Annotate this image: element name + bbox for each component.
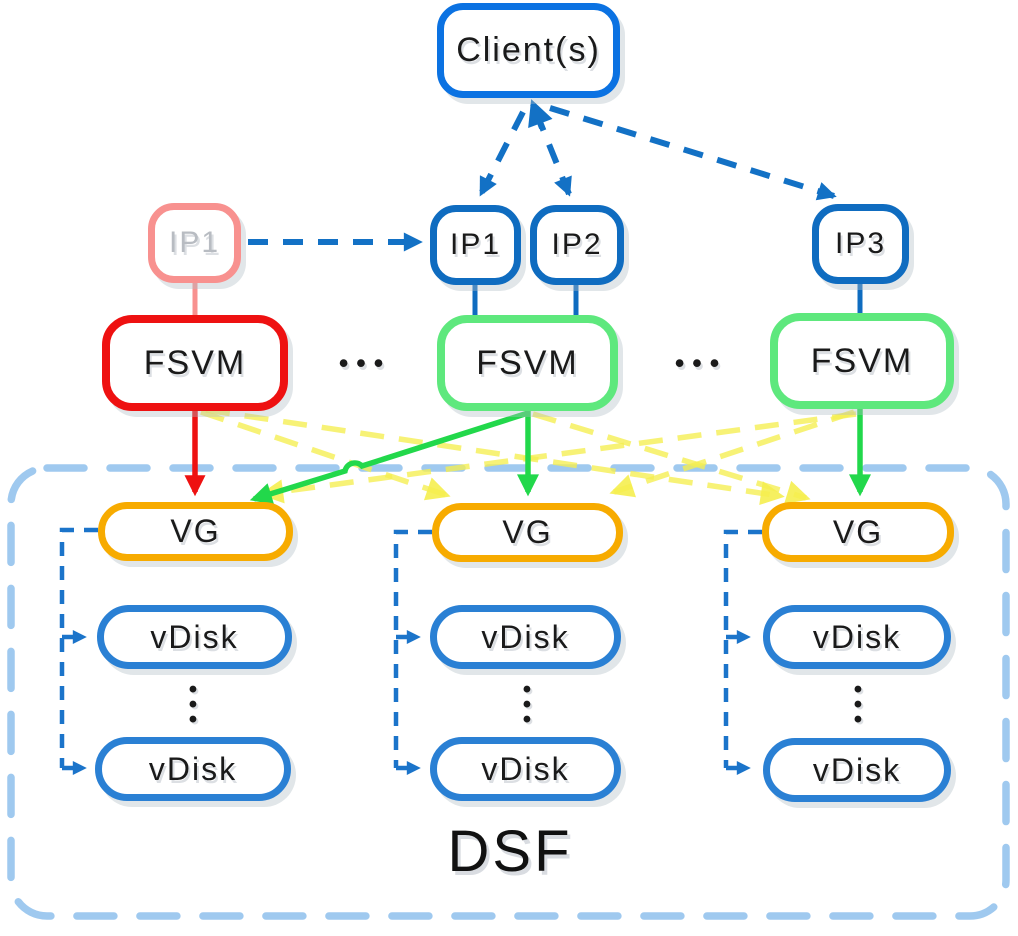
edge-fsvm1-to-vg2-yellow [200, 409, 451, 501]
node-clients: Client(s) [437, 3, 620, 98]
node-vg2: VG [432, 503, 623, 562]
vdisk-ellipsis-3: • • • [853, 676, 863, 733]
node-ip2: IP2 [530, 205, 624, 285]
node-ip3: IP3 [812, 204, 909, 284]
edge-fsvm3-to-vg2-yellow [609, 409, 855, 498]
node-fsvm1-failed: FSVM [102, 315, 288, 411]
bracket-vg1-vdisks [59, 527, 98, 768]
edge-client-to-ip3 [549, 105, 837, 201]
node-fsvm3: FSVM [770, 313, 954, 409]
fsvm-ellipsis-left: ••• [338, 348, 392, 378]
node-vdisk-2a: vDisk [430, 605, 621, 669]
node-fsvm2: FSVM [437, 315, 618, 411]
bracket-vg2-vdisks [393, 529, 432, 768]
node-vdisk-3b: vDisk [763, 738, 951, 802]
node-ip1-failed: IP1 [148, 203, 241, 283]
edge-fsvm1-to-vg3-yellow [205, 407, 785, 506]
node-vdisk-1a: vDisk [97, 605, 292, 669]
bracket-vg3-vdisks [723, 529, 762, 768]
vdisk-ellipsis-2: • • • [522, 676, 532, 733]
node-vg1: VG [98, 502, 293, 561]
edge-fsvm2-to-vg1-green-takeover [249, 410, 529, 505]
fsvm-ellipsis-right: ••• [674, 348, 728, 378]
node-vdisk-3a: vDisk [763, 605, 951, 669]
edge-client-to-ip1 [478, 110, 526, 197]
edge-fsvm2-to-vg3-yellow [532, 411, 811, 504]
node-ip1: IP1 [430, 205, 521, 285]
vdisk-ellipsis-1: • • • [188, 676, 198, 733]
edge-arrowhead-into-client [528, 99, 553, 130]
node-vg3: VG [762, 502, 954, 562]
node-vdisk-2b: vDisk [430, 737, 621, 801]
node-vdisk-1b: vDisk [95, 737, 291, 801]
dsf-container-label: DSF [447, 819, 573, 884]
edge-fsvm3-to-vg1-yellow [259, 411, 857, 504]
dsf-container-border [7, 464, 1010, 920]
